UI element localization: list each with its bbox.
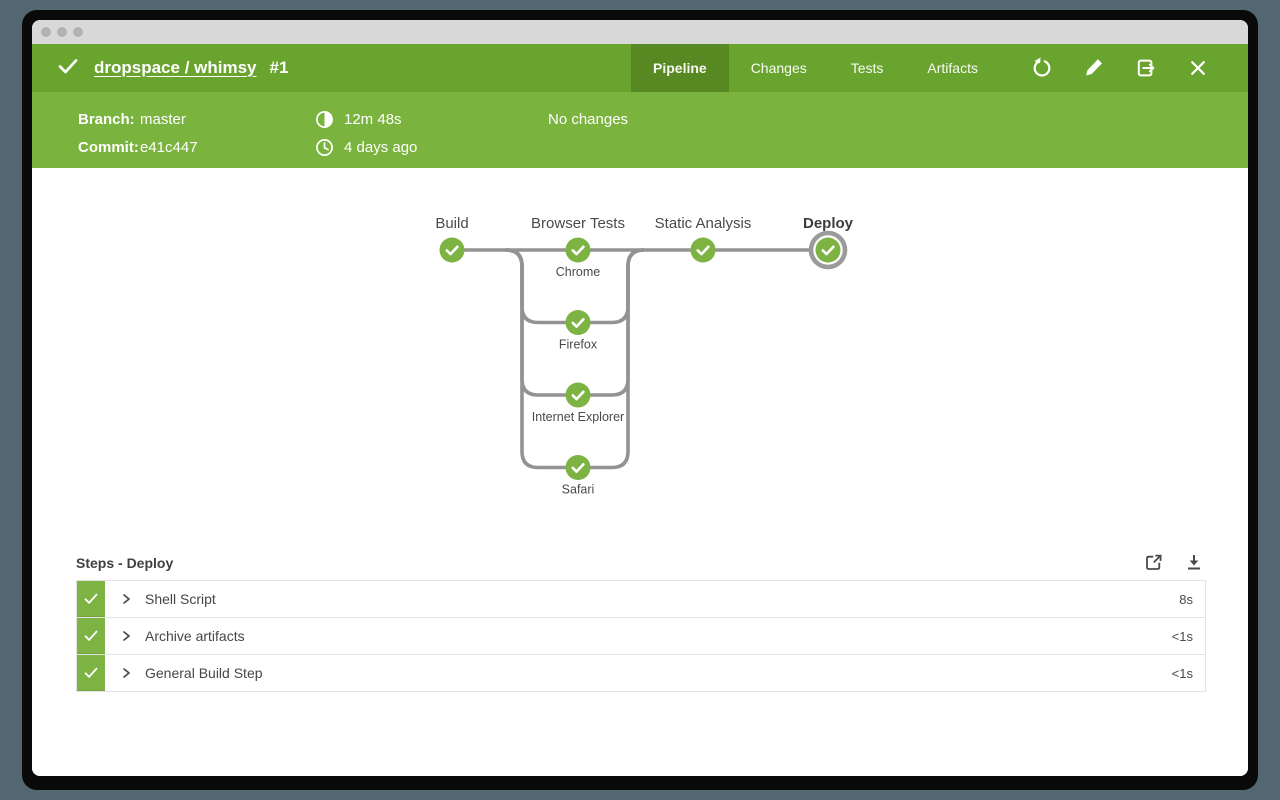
steps-section: Steps - Deploy xyxy=(76,550,1206,692)
step-status-success xyxy=(77,581,105,617)
branch-commit-column: Branch: master Commit: e41c447 xyxy=(78,105,315,168)
step-duration: <1s xyxy=(1171,628,1193,644)
pipeline-node-deploy[interactable] xyxy=(815,237,841,263)
tab-pipeline[interactable]: Pipeline xyxy=(631,44,729,92)
app-window: dropspace / whimsy #1 Pipeline Changes Tes… xyxy=(32,20,1248,776)
pipeline-node-safari[interactable] xyxy=(565,455,591,480)
rerun-icon xyxy=(1033,57,1051,77)
run-header: dropspace / whimsy #1 Pipeline Changes Tes… xyxy=(32,44,1248,92)
edit-button[interactable] xyxy=(1082,56,1106,80)
header-actions xyxy=(1000,44,1248,92)
success-check-icon xyxy=(55,53,81,84)
commit-label: Commit: xyxy=(78,138,139,156)
changes-text: No changes xyxy=(548,110,629,128)
changes-column: No changes xyxy=(548,105,628,168)
pipeline-node-internet-explorer[interactable] xyxy=(565,382,591,408)
parallel-label: Internet Explorer xyxy=(532,410,624,424)
timing-column: 12m 48s 4 days ago xyxy=(315,105,548,168)
window-titlebar[interactable] xyxy=(32,20,1248,44)
run-number: #1 xyxy=(269,58,289,77)
rerun-button[interactable] xyxy=(1030,56,1054,80)
step-duration: 8s xyxy=(1179,591,1193,607)
step-name: Archive artifacts xyxy=(145,628,245,644)
steps-title: Steps - Deploy xyxy=(76,555,174,571)
parallel-label: Firefox xyxy=(559,338,598,352)
run-info-bar: Branch: master Commit: e41c447 1 xyxy=(32,92,1248,168)
exit-button[interactable] xyxy=(1134,56,1158,80)
step-name: Shell Script xyxy=(145,591,216,607)
pipeline-node-build[interactable] xyxy=(439,237,465,263)
step-row[interactable]: General Build Step <1s xyxy=(77,655,1205,692)
branch-label: Branch: xyxy=(78,110,135,128)
stage-label: Static Analysis xyxy=(655,215,752,232)
completed-value: 4 days ago xyxy=(344,138,418,156)
chevron-right-icon xyxy=(121,593,132,605)
external-link-icon xyxy=(1146,554,1162,570)
run-title-group: dropspace / whimsy #1 xyxy=(32,44,631,92)
download-logs-button[interactable] xyxy=(1182,551,1206,575)
steps-actions xyxy=(1141,551,1206,575)
tab-tests[interactable]: Tests xyxy=(850,60,884,76)
pipeline-node-firefox[interactable] xyxy=(565,310,591,335)
close-icon xyxy=(1191,61,1205,75)
pipeline-graph[interactable]: Build Browser TestsChromeFirefoxInternet … xyxy=(32,170,1248,520)
parallel-label: Chrome xyxy=(556,265,601,279)
step-status-success xyxy=(77,655,105,691)
window-control-dot[interactable] xyxy=(57,27,67,37)
tab-changes[interactable]: Changes xyxy=(750,60,807,76)
step-status-success xyxy=(77,618,105,654)
step-row[interactable]: Archive artifacts <1s xyxy=(77,618,1205,655)
parallel-label: Safari xyxy=(562,483,595,497)
header-tabs: Pipeline Changes Tests Artifacts xyxy=(631,44,1000,92)
duration-icon xyxy=(315,110,334,129)
commit-value: e41c447 xyxy=(140,138,198,156)
window-control-dot[interactable] xyxy=(73,27,83,37)
edit-icon xyxy=(1086,59,1102,76)
pipeline-node-chrome[interactable] xyxy=(565,237,591,263)
open-logs-button[interactable] xyxy=(1141,551,1165,575)
stage-label: Browser Tests xyxy=(531,215,625,232)
duration-value: 12m 48s xyxy=(344,110,402,128)
stage-label: Build xyxy=(435,215,468,232)
window-frame: dropspace / whimsy #1 Pipeline Changes Tes… xyxy=(22,10,1258,790)
exit-icon xyxy=(1137,59,1155,77)
chevron-right-icon xyxy=(121,667,132,679)
pipeline-node-static-analysis[interactable] xyxy=(690,237,716,263)
step-duration: <1s xyxy=(1171,665,1193,681)
step-name: General Build Step xyxy=(145,665,263,681)
tab-artifacts[interactable]: Artifacts xyxy=(927,60,978,76)
close-button[interactable] xyxy=(1186,56,1210,80)
step-row[interactable]: Shell Script 8s xyxy=(77,581,1205,618)
window-control-dot[interactable] xyxy=(41,27,51,37)
steps-header: Steps - Deploy xyxy=(76,550,1206,576)
chevron-right-icon xyxy=(121,630,132,642)
run-title-link[interactable]: dropspace / whimsy xyxy=(94,58,257,77)
clock-icon xyxy=(315,138,334,157)
branch-value: master xyxy=(140,110,186,128)
download-icon xyxy=(1188,555,1200,570)
stage-label: Deploy xyxy=(803,215,854,232)
